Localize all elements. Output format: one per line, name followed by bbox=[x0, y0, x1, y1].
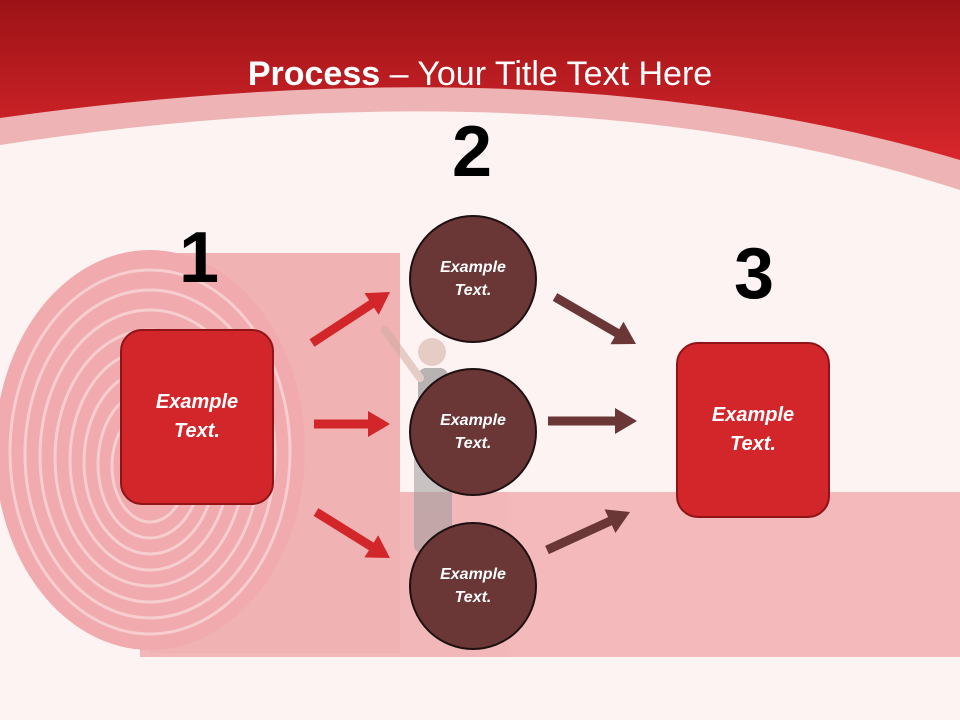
arrow-from-circle-bottom bbox=[545, 509, 630, 555]
arrow-from-circle-middle bbox=[548, 408, 637, 434]
step-2-circle-middle: Example Text. bbox=[409, 368, 537, 496]
step-1-number: 1 bbox=[178, 218, 220, 298]
title-rest: – Your Title Text Here bbox=[380, 55, 713, 93]
circle-top-text: Example Text. bbox=[440, 259, 506, 299]
header-band bbox=[0, 0, 960, 160]
arrow-from-circle-top bbox=[552, 293, 636, 345]
circle-middle-text: Example Text. bbox=[440, 412, 506, 452]
step-2-number: 2 bbox=[451, 112, 493, 192]
step-3-text: Example Text. bbox=[711, 404, 795, 455]
arrow-to-circle-top bbox=[309, 292, 390, 347]
step-3-number: 3 bbox=[733, 234, 775, 314]
step-2-circle-bottom: Example Text. bbox=[409, 522, 537, 650]
title-bold: Process bbox=[247, 55, 381, 93]
step-1-text: Example Text. bbox=[155, 391, 239, 442]
slide-title: Process – Your Title Text Here bbox=[0, 52, 960, 96]
arrow-to-circle-bottom bbox=[313, 508, 390, 558]
circle-bottom-text: Example Text. bbox=[440, 566, 506, 606]
step-3-box: Example Text. bbox=[676, 342, 830, 518]
arrow-to-circle-middle bbox=[314, 411, 390, 437]
step-1-box: Example Text. bbox=[120, 329, 274, 505]
step-2-circle-top: Example Text. bbox=[409, 215, 537, 343]
